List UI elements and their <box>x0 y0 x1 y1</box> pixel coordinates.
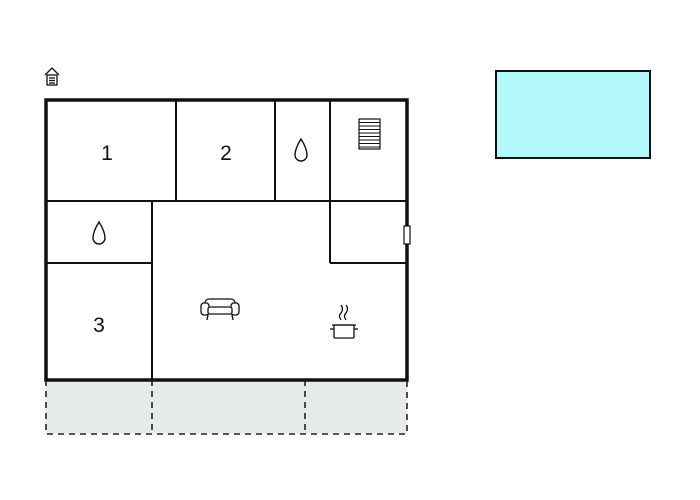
house-entrance-icon <box>44 67 60 86</box>
cooking-pot-icon <box>330 304 358 339</box>
sofa-icon <box>200 298 240 321</box>
room-label-1: 1 <box>101 142 113 165</box>
interior-walls <box>46 100 407 380</box>
water-drop-icon <box>92 220 106 245</box>
swimming-pool <box>495 70 651 159</box>
room-label-3: 3 <box>93 314 105 337</box>
water-drop-icon <box>294 137 308 162</box>
room-label-2: 2 <box>220 142 232 165</box>
stairs-icon <box>358 118 381 150</box>
door-marker <box>403 225 411 245</box>
terrace <box>45 380 408 435</box>
